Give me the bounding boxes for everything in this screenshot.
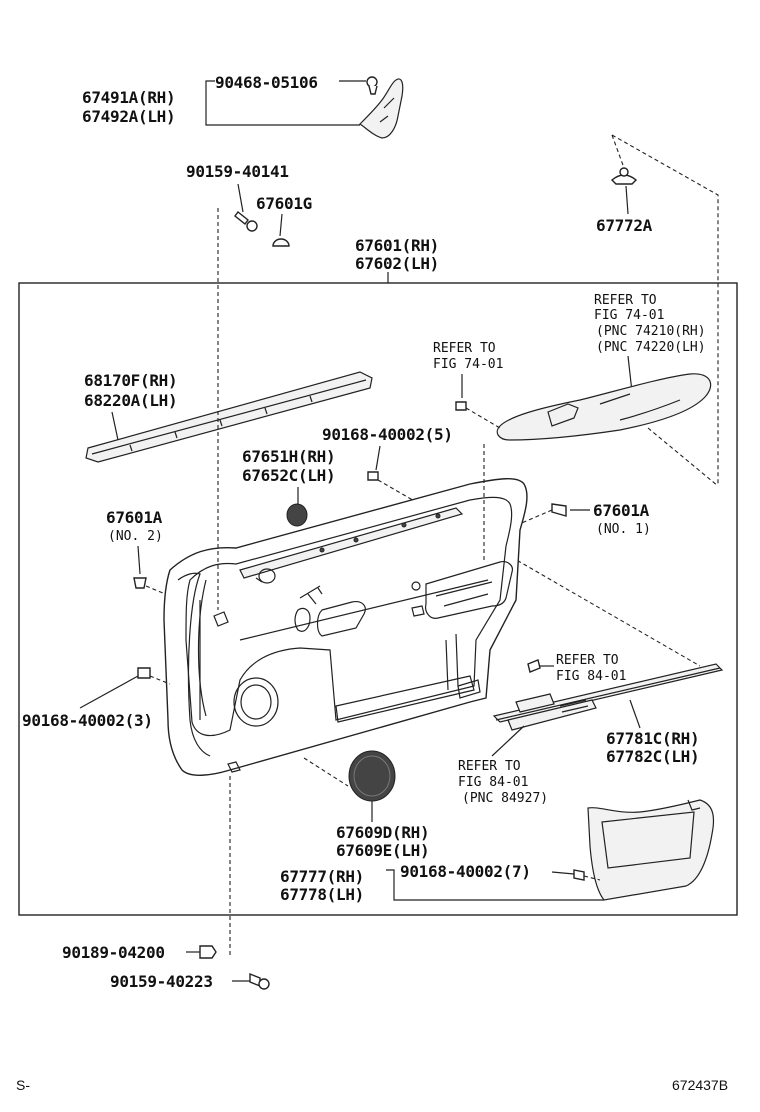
label-90168-40002-5: 90168-40002(5) xyxy=(322,425,453,444)
part-group-67601a-no1: 67601A (NO. 1) xyxy=(509,501,651,537)
reference-group-84-01-b: REFER TO FIG 84-01 (PNC 84927) xyxy=(458,725,548,806)
refer-fig-label-1: FIG 74-01 xyxy=(433,357,503,372)
label-67601g: 67601G xyxy=(256,194,312,213)
label-67651h: 67651H(RH) xyxy=(242,447,335,466)
part-group-90168-40002-3: 90168-40002(3) xyxy=(22,667,171,730)
label-67601a-left: 67601A xyxy=(106,508,163,527)
clip-67601a-no2 xyxy=(133,577,147,589)
lower-panel-67777 xyxy=(587,799,715,901)
label-90189-04200: 90189-04200 xyxy=(62,943,165,962)
nut-90189 xyxy=(199,945,217,959)
label-no2: (NO. 2) xyxy=(108,529,163,544)
switch-base-84927 xyxy=(507,693,597,731)
footer-left: S- xyxy=(16,1077,30,1093)
label-68170f: 68170F(RH) xyxy=(84,371,177,390)
part-group-67777: 67777(RH) 67778(LH) 90168-40002(7) xyxy=(280,799,715,904)
refer-to-label-3: REFER TO xyxy=(556,653,619,668)
part-group-68170f: 68170F(RH) 68220A(LH) xyxy=(84,371,373,463)
label-67491a: 67491A(RH) xyxy=(82,88,175,107)
grille-67651h xyxy=(286,503,308,527)
part-group-67609d: 67609D(RH) 67609E(LH) xyxy=(336,750,430,860)
label-67777: 67777(RH) xyxy=(280,867,364,886)
part-group-90159-40141: 90159-40141 67601G xyxy=(186,162,312,247)
refer-fig-label-2: FIG 74-01 xyxy=(594,308,664,323)
label-67652c: 67652C(LH) xyxy=(242,466,335,485)
label-67609d: 67609D(RH) xyxy=(336,823,429,842)
label-no1: (NO. 1) xyxy=(596,522,651,537)
label-67781c: 67781C(RH) xyxy=(606,729,699,748)
door-trim-panel xyxy=(163,478,528,776)
label-67601-rh: 67601(RH) xyxy=(355,236,439,255)
refer-pnc-lh: (PNC 74220(LH) xyxy=(596,340,706,355)
part-group-90189: 90189-04200 90159-40223 xyxy=(62,943,270,991)
label-67609e: 67609E(LH) xyxy=(336,841,429,860)
part-group-67601: 67601(RH) 67602(LH) xyxy=(355,236,439,283)
label-68220a: 68220A(LH) xyxy=(84,391,177,410)
label-67492a: 67492A(LH) xyxy=(82,107,175,126)
refer-pnc-84927: (PNC 84927) xyxy=(462,791,548,806)
label-90168-40002-7: 90168-40002(7) xyxy=(400,862,531,881)
label-90159-40141: 90159-40141 xyxy=(186,162,289,181)
bracket-67491a xyxy=(359,78,404,139)
refer-fig-label-3: FIG 84-01 xyxy=(556,669,626,684)
reference-group-84-01-a: REFER TO FIG 84-01 xyxy=(527,653,626,684)
reference-group-74-01-a: REFER TO FIG 74-01 xyxy=(433,341,503,411)
armrest-part xyxy=(465,373,719,487)
label-90168-40002-3: 90168-40002(3) xyxy=(22,711,153,730)
refer-to-label-2: REFER TO xyxy=(594,293,657,308)
speaker-grille-67609d xyxy=(348,750,396,802)
footer-diagram-code: 672437B xyxy=(672,1077,728,1093)
label-67778: 67778(LH) xyxy=(280,885,364,904)
label-67782c: 67782C(LH) xyxy=(606,747,699,766)
label-90468: 90468-05106 xyxy=(215,73,318,92)
clip-90468 xyxy=(366,76,378,95)
reference-group-74-01-b: REFER TO FIG 74-01 (PNC 74210(RH) (PNC 7… xyxy=(594,293,706,393)
refer-to-label-1: REFER TO xyxy=(433,341,496,356)
part-group-67601a-no2: 67601A (NO. 2) xyxy=(106,508,171,597)
plug-67601g xyxy=(272,238,290,247)
label-67601a-right: 67601A xyxy=(593,501,650,520)
part-group-67651h: 67651H(RH) 67652C(LH) xyxy=(242,447,336,527)
refer-fig-label-4: FIG 84-01 xyxy=(458,775,528,790)
refer-to-label-4: REFER TO xyxy=(458,759,521,774)
label-67602-lh: 67602(LH) xyxy=(355,254,439,273)
part-group-67491a: 67491A(RH) 67492A(LH) 90468-05106 xyxy=(82,73,404,139)
part-group-90168-40002-5: 90168-40002(5) xyxy=(322,425,701,667)
part-group-67781c: 67781C(RH) 67782C(LH) xyxy=(492,663,724,766)
label-90159-40223: 90159-40223 xyxy=(110,972,213,991)
part-group-67772a: 67772A xyxy=(596,134,719,486)
clip-67601a-no1 xyxy=(551,503,567,517)
label-67772a: 67772A xyxy=(596,216,653,235)
assembly-frame xyxy=(18,282,738,916)
screw-90159-40141 xyxy=(234,211,258,232)
clip-67772a xyxy=(610,174,638,185)
refer-pnc-rh: (PNC 74210(RH) xyxy=(596,324,706,339)
